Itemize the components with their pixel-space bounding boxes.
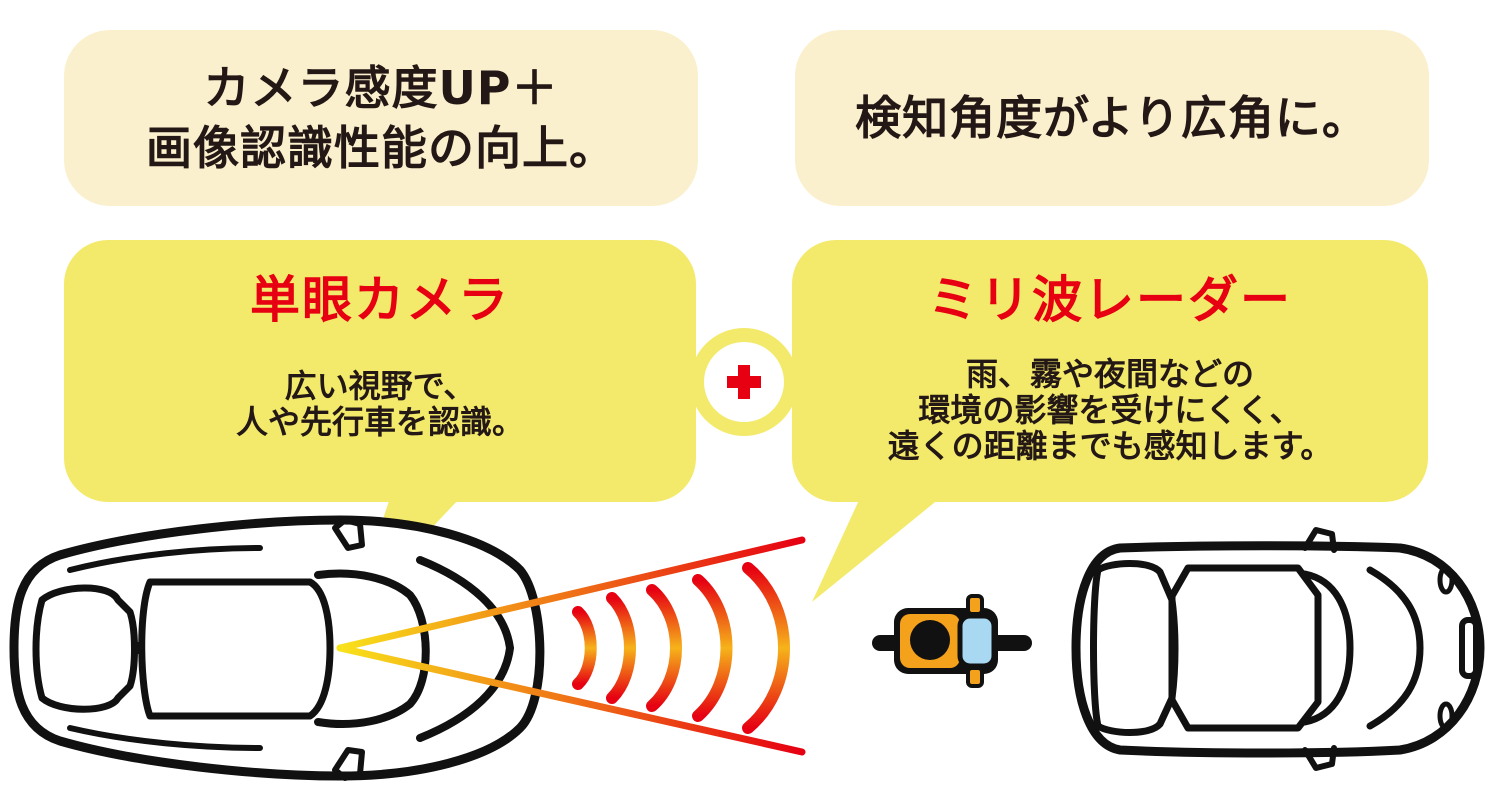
feature-wide-angle-line: 検知角度がより広角に。 (855, 91, 1369, 145)
own-car-icon (9, 515, 545, 781)
motorcycle-icon (872, 594, 1032, 688)
radar-waves (572, 562, 790, 734)
feature-camera-sensitivity: カメラ感度UP＋ 画像認識性能の向上。 (64, 30, 698, 206)
camera-line-2: 人や先行車を認識。 (235, 403, 524, 441)
radar-body: 雨、霧や夜間などの 環境の影響を受けにくく、 遠くの距離までも感知します。 (888, 356, 1333, 464)
feature-wide-angle: 検知角度がより広角に。 (795, 30, 1429, 206)
radar-line-1: 雨、霧や夜間などの (965, 355, 1254, 393)
radar-title: ミリ波レーダー (928, 271, 1292, 329)
feature-camera-line-1: カメラ感度UP＋ (203, 61, 559, 115)
camera-body: 広い視野で、 人や先行車を認識。 (236, 368, 524, 440)
feature-camera-line-2: 画像認識性能の向上。 (146, 121, 616, 175)
radar-line-2: 環境の影響を受けにくく、 (918, 391, 1302, 429)
radar-line-3: 遠くの距離までも感知します。 (887, 427, 1333, 465)
radar-bubble (792, 240, 1428, 602)
radar-description: ミリ波レーダー 雨、霧や夜間などの 環境の影響を受けにくく、 遠くの距離までも感… (792, 240, 1428, 502)
camera-beam (336, 536, 806, 756)
leading-car-icon (1071, 527, 1485, 771)
plus-badge (690, 328, 798, 436)
camera-description: 単眼カメラ 広い視野で、 人や先行車を認識。 (64, 240, 696, 502)
camera-line-1: 広い視野で、 (284, 367, 476, 405)
camera-title: 単眼カメラ (250, 271, 510, 329)
